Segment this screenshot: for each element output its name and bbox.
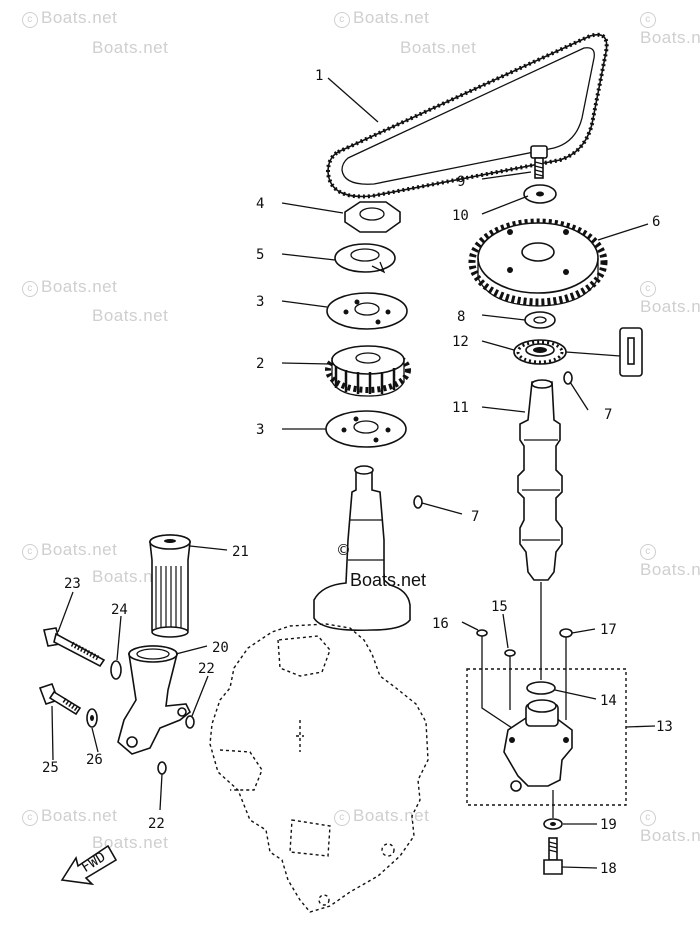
pin-16[interactable] [476,629,488,637]
pin-15[interactable] [504,649,516,657]
watermark: cBoats.net [640,12,700,47]
oil-pump-assembly-box [466,668,627,806]
callout-17: 17 [600,622,617,638]
bolt-18[interactable] [543,837,563,875]
callout-6: 6 [652,214,660,230]
o-ring-14[interactable] [526,681,556,695]
watermark: cBoats.net [640,544,700,579]
callout-16: 16 [432,616,449,632]
copyright-icon: c [22,281,38,297]
watermark: Boats.net [92,38,169,57]
plate-3-upper[interactable] [326,292,408,330]
callout-24: 24 [111,602,128,618]
camshaft-pulley[interactable] [468,218,608,307]
copyright-icon: c [22,810,38,826]
leader-pins [481,636,567,729]
callout-22: 22 [148,816,165,832]
washer-8[interactable] [524,311,556,329]
callout-18: 18 [600,861,617,877]
callout-20: 20 [212,640,229,656]
watermark: Boats.net [400,38,477,57]
o-ring-22-lower[interactable] [157,761,167,775]
washer-26[interactable] [86,708,98,728]
watermark: Boats.net [92,833,169,852]
callout-19: 19 [600,817,617,833]
filter-housing-20[interactable] [117,645,192,755]
oil-filter-21[interactable] [149,534,191,638]
crankcase-outline [209,623,429,913]
bolt-9[interactable] [530,145,548,179]
callout-23: 23 [64,576,81,592]
leader-lines [51,77,656,869]
o-ring-22-upper[interactable] [185,715,195,729]
callout-7: 7 [604,407,612,423]
watermark: Boats.net [92,567,169,586]
plate-3-lower[interactable] [325,410,407,448]
watermark: cBoats.net [640,281,700,316]
pin-17[interactable] [559,628,573,638]
lock-washer-5[interactable] [334,243,396,274]
callout-8: 8 [457,309,465,325]
center-watermark-text: Boats.net [350,570,426,590]
center-watermark-copyright: © [336,541,351,559]
callout-7: 7 [471,509,479,525]
callout-9: 9 [457,174,465,190]
washer-19[interactable] [543,818,563,830]
bolt-25[interactable] [38,682,82,716]
callout-13: 13 [656,719,673,735]
callout-4: 4 [256,196,264,212]
copyright-icon: c [334,12,350,28]
washer-10[interactable] [523,184,557,204]
center-watermark: © Boats.net [336,541,426,590]
balancer-shaft[interactable] [313,465,411,632]
copyright-icon: c [22,544,38,560]
dowel-pin-7b[interactable] [413,495,423,509]
callout-14: 14 [600,693,617,709]
nut-4[interactable] [344,201,401,233]
callout-25: 25 [42,760,59,776]
callout-21: 21 [232,544,249,560]
callout-26: 26 [86,752,103,768]
oil-pump-body[interactable] [503,699,573,792]
washer-24[interactable] [110,660,122,680]
callout-5: 5 [256,247,264,263]
callout-15: 15 [491,599,508,615]
gear-2[interactable] [325,345,411,397]
detail-inset [565,327,643,377]
bearing-12[interactable] [513,339,567,365]
bolt-23[interactable] [43,627,106,668]
copyright-icon: c [334,810,350,826]
callout-1: 1 [315,68,323,84]
copyright-icon: c [22,12,38,28]
callout-2: 2 [256,356,264,372]
forward-arrow-icon: FWD [60,844,118,886]
watermark: cBoats.net [640,810,700,845]
callout-3: 3 [256,294,264,310]
dowel-pin-7a[interactable] [563,371,573,385]
callout-11: 11 [452,400,469,416]
callout-3: 3 [256,422,264,438]
camshaft-11[interactable] [517,379,563,581]
watermark: Boats.net [92,306,169,325]
callout-10: 10 [452,208,469,224]
callout-12: 12 [452,334,469,350]
callouts: 1 2 3 3 4 5 6 7 7 8 9 10 11 12 13 14 15 … [42,68,673,877]
callout-22: 22 [198,661,215,677]
